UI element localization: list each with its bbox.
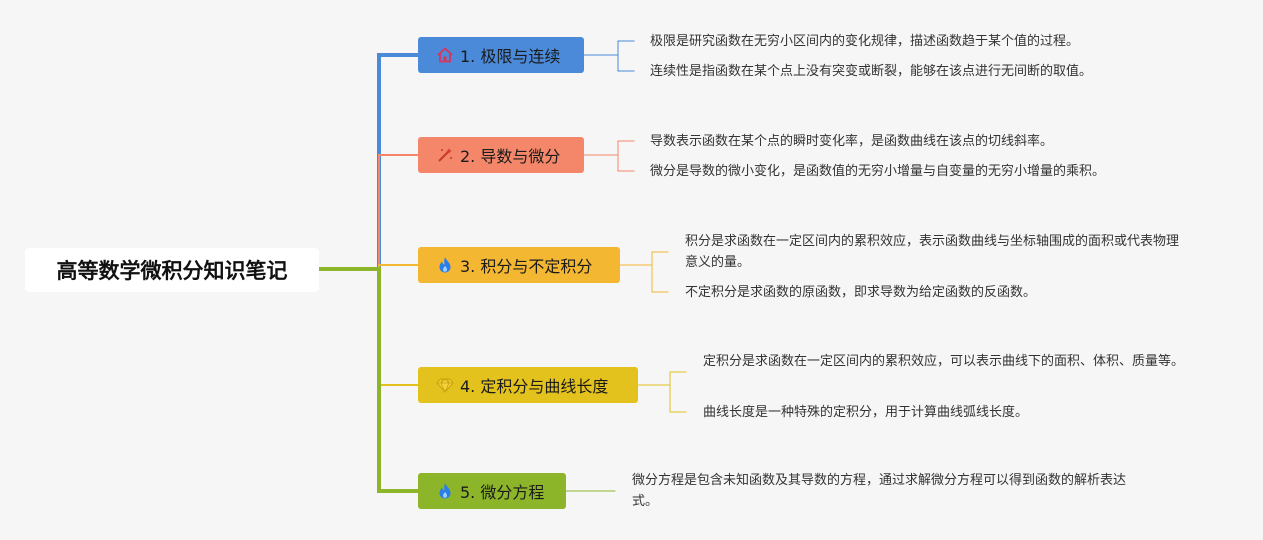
- leaf-note: 极限是研究函数在无穷小区间内的变化规律，描述函数趋于某个值的过程。: [650, 34, 1080, 49]
- leaf-note: 积分是求函数在一定区间内的累积效应，表示函数曲线与坐标轴围成的面积或代表物理意义…: [685, 234, 1180, 270]
- branch-label: 2. 导数与微分: [460, 147, 561, 166]
- flame-icon: [436, 256, 454, 274]
- branch-label: 5. 微分方程: [460, 483, 545, 502]
- branch-label: 4. 定积分与曲线长度: [460, 377, 609, 396]
- leaf-note: 微分是导数的微小变化，是函数值的无穷小增量与自变量的无穷小增量的乘积。: [650, 164, 1106, 179]
- branch-label: 1. 极限与连续: [460, 47, 561, 66]
- branch-differential-equation[interactable]: 5. 微分方程: [418, 473, 566, 509]
- gem-icon: [436, 376, 454, 394]
- root-topic[interactable]: 高等数学微积分知识笔记: [25, 248, 319, 292]
- leaf-note: 不定积分是求函数的原函数，即求导数为给定函数的反函数。: [685, 285, 1037, 300]
- flame-icon: [436, 482, 454, 500]
- branch-integral-indefinite[interactable]: 3. 积分与不定积分: [418, 247, 620, 283]
- leaf-note: 导数表示函数在某个点的瞬时变化率，是函数曲线在该点的切线斜率。: [650, 134, 1054, 149]
- branch-limits-continuity[interactable]: 1. 极限与连续: [418, 37, 584, 73]
- wand-icon: [436, 146, 454, 164]
- root-title: 高等数学微积分知识笔记: [56, 259, 288, 283]
- leaf-note: 连续性是指函数在某个点上没有突变或断裂，能够在该点进行无间断的取值。: [650, 64, 1093, 79]
- branch-definite-integral-curve-length[interactable]: 4. 定积分与曲线长度: [418, 367, 638, 403]
- leaf-note: 微分方程是包含未知函数及其导数的方程，通过求解微分方程可以得到函数的解析表达式。: [632, 473, 1127, 509]
- leaf-note: 曲线长度是一种特殊的定积分，用于计算曲线弧线长度。: [703, 405, 1029, 420]
- house-icon: [436, 46, 454, 64]
- branch-derivative-differential[interactable]: 2. 导数与微分: [418, 137, 584, 173]
- branch-label: 3. 积分与不定积分: [460, 257, 593, 276]
- leaf-note: 定积分是求函数在一定区间内的累积效应，可以表示曲线下的面积、体积、质量等。: [703, 354, 1185, 369]
